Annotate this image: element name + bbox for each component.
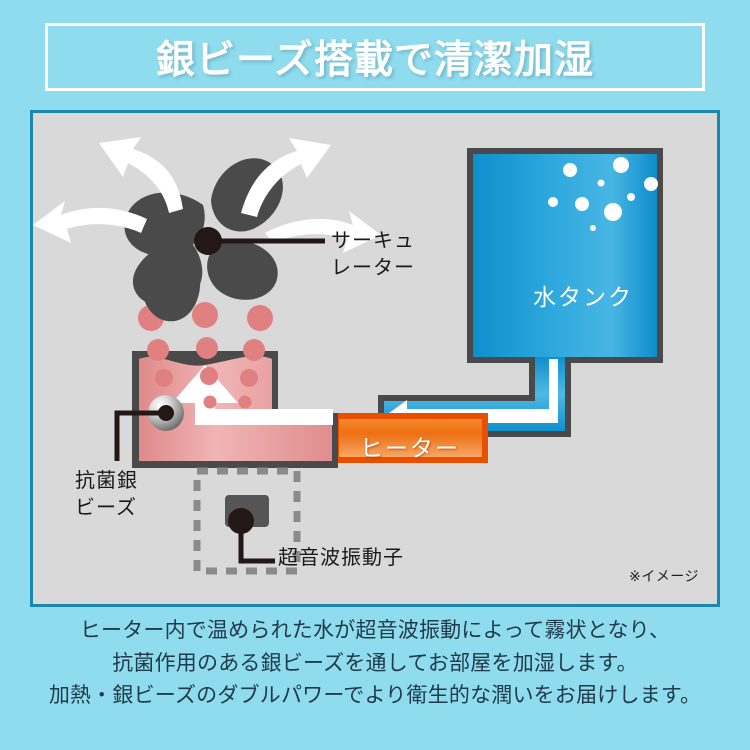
mist-dots-graphic xyxy=(138,302,273,409)
label-water-tank: 水タンク xyxy=(533,284,633,310)
title-banner: 銀ビーズ搭載で清潔加湿 xyxy=(45,23,705,91)
label-circulator: サーキュ レーター xyxy=(331,230,415,279)
water-tank-graphic xyxy=(467,148,663,363)
label-silver-beads: 抗菌銀 ビーズ xyxy=(75,470,138,519)
diagram-illustration: サーキュ レーター 抗菌銀 ビーズ 超音波振動子 水タンク ヒーター ※イメージ xyxy=(33,113,717,604)
description-line-2: 抗菌作用のある銀ビーズを通してお部屋を加湿します。 xyxy=(112,651,638,675)
description-line-1: ヒーター内で温められた水が超音波振動によって霧状となり、 xyxy=(79,619,671,642)
leader-lines-graphic xyxy=(114,228,325,564)
diagram-panel: サーキュ レーター 抗菌銀 ビーズ 超音波振動子 水タンク ヒーター ※イメージ xyxy=(30,110,720,607)
humidifier-diagram-svg xyxy=(33,137,663,575)
page-title: 銀ビーズ搭載で清潔加湿 xyxy=(155,39,595,82)
label-ultrasonic-vibrator: 超音波振動子 xyxy=(278,547,404,569)
heater-graphic xyxy=(333,413,488,463)
description-line-3: 加熱・銀ビーズのダブルパワーでより衛生的な潤いをお届けします。 xyxy=(48,684,702,708)
airflow-arrows-graphic xyxy=(33,137,381,253)
image-disclaimer-note: ※イメージ xyxy=(629,568,699,584)
label-heater: ヒーター xyxy=(360,435,460,461)
description-block: ヒーター内で温められた水が超音波振動によって霧状となり、 抗菌作用のある銀ビーズ… xyxy=(0,615,750,713)
